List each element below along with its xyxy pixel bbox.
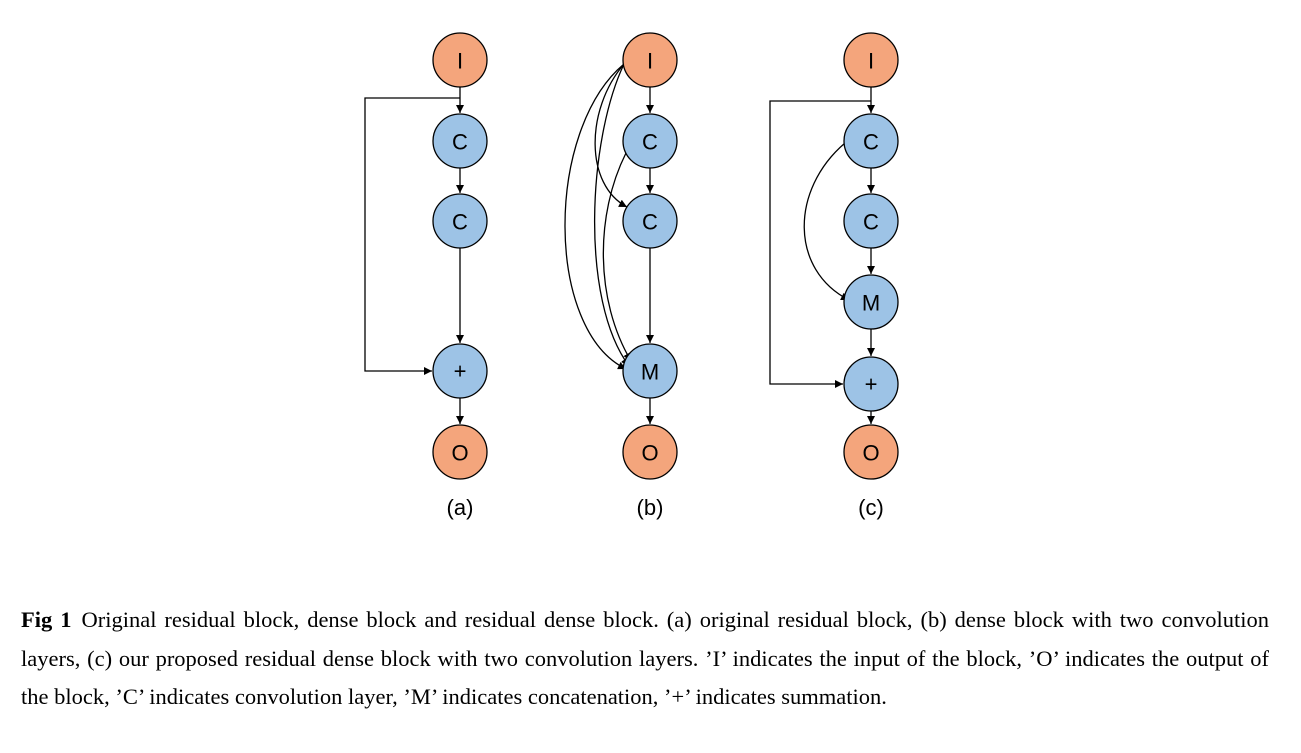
svg-text:M: M: [641, 360, 659, 385]
panel-c: I C C M + O (c): [769, 32, 899, 520]
edge-c-c1-m: [803, 142, 850, 301]
panel-a-label: (a): [447, 495, 474, 520]
node-b-conv-2: C: [622, 193, 678, 249]
svg-text:+: +: [454, 359, 467, 384]
edge-b-c1-m: [602, 152, 632, 362]
panel-c-edges: [769, 87, 875, 424]
node-a-sum: +: [432, 343, 488, 399]
panel-b-label: (b): [637, 495, 664, 520]
svg-text:O: O: [451, 441, 468, 466]
node-c-conv-1: C: [843, 113, 899, 169]
node-a-conv-2: C: [432, 193, 488, 249]
svg-text:I: I: [868, 49, 874, 74]
node-a-conv-1: C: [432, 113, 488, 169]
node-c-conv-2: C: [843, 193, 899, 249]
svg-text:I: I: [457, 49, 463, 74]
svg-text:I: I: [647, 49, 653, 74]
edge-b-i-c2: [594, 63, 628, 208]
edge-b-i-m-inner: [594, 63, 630, 367]
svg-text:C: C: [452, 130, 468, 155]
edge-b-i-m-outer: [564, 63, 627, 370]
node-c-concat: M: [843, 274, 899, 330]
edge-c-skip: [769, 100, 871, 388]
edge-a-skip: [364, 97, 460, 375]
panel-a-edges: [364, 87, 464, 424]
node-c-input: I: [843, 32, 899, 88]
node-a-output: O: [432, 424, 488, 480]
node-b-conv-1: C: [622, 113, 678, 169]
node-c-sum: +: [843, 356, 899, 412]
caption-text: Original residual block, dense block and…: [21, 607, 1269, 709]
panel-b-edges: [564, 63, 654, 424]
svg-text:O: O: [641, 441, 658, 466]
node-c-output: O: [843, 424, 899, 480]
panel-c-label: (c): [858, 495, 884, 520]
svg-text:C: C: [642, 210, 658, 235]
svg-text:C: C: [642, 130, 658, 155]
node-b-concat: M: [622, 343, 678, 399]
node-b-output: O: [622, 424, 678, 480]
svg-text:O: O: [862, 441, 879, 466]
panel-a: I C C + O (a): [364, 32, 488, 520]
svg-text:M: M: [862, 291, 880, 316]
svg-text:C: C: [863, 130, 879, 155]
panel-b: I C C M O (b): [564, 32, 678, 520]
caption-label: Fig 1: [21, 607, 72, 632]
svg-text:C: C: [452, 210, 468, 235]
node-a-input: I: [432, 32, 488, 88]
svg-text:C: C: [863, 210, 879, 235]
svg-text:+: +: [865, 372, 878, 397]
node-b-input: I: [622, 32, 678, 88]
figure-diagram: I C C + O (a): [364, 32, 899, 520]
